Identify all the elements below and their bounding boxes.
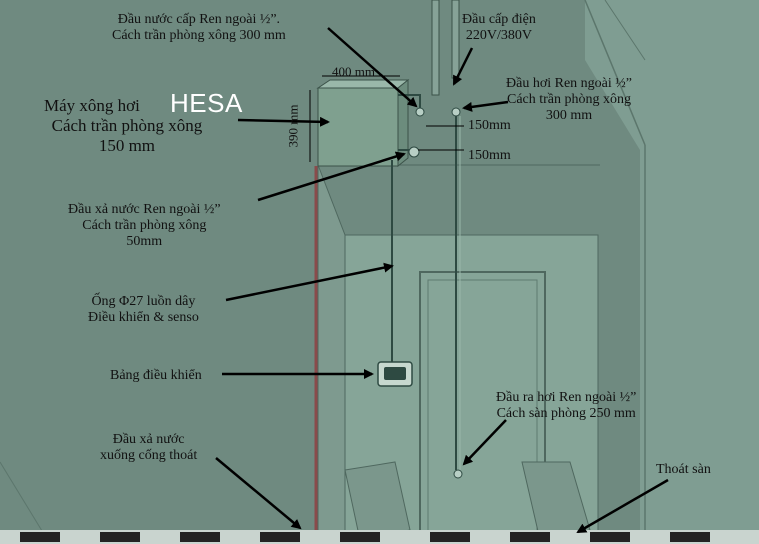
label-steam-outlet-line1: Đầu ra hơi Ren ngoài ½” (496, 390, 637, 405)
label-conduit-line1: Ống Φ27 luồn dây (91, 294, 196, 309)
label-drain-top-line3: 50mm (126, 234, 163, 249)
power-conduit (451, 0, 460, 79)
dim-width-label: 400 mm (332, 64, 375, 79)
right-glass-wall (585, 0, 759, 544)
label-drain-top: Đầu xả nước Ren ngoài ½” Cách trần phòng… (68, 202, 221, 250)
label-machine-line1: Máy xông hơi (44, 96, 140, 115)
arrow-machine (237, 116, 330, 127)
glass-edge (584, 0, 646, 146)
arrow-floor-drain (576, 478, 669, 534)
label-drain-bottom: Đầu xả nước xuống cống thoát (100, 432, 197, 464)
label-steam-top: Đầu hơi Ren ngoài ½” Cách trần phòng xôn… (506, 76, 632, 124)
label-drain-top-line1: Đầu xả nước Ren ngoài ½” (68, 202, 221, 217)
label-steam-top-line3: 300 mm (545, 108, 593, 123)
label-drain-bottom-line1: Đầu xả nước (112, 432, 185, 447)
label-drain-top-line2: Cách trần phòng xông (82, 218, 207, 233)
label-machine-line2: Cách trần phòng xông (51, 116, 203, 135)
inner-room-side (317, 164, 346, 544)
label-conduit: Ống Φ27 luồn dây Điều khiển & senso (88, 294, 199, 326)
label-power-line2: 220V/380V (465, 28, 532, 43)
label-steam-top-line1: Đầu hơi Ren ngoài ½” (506, 76, 632, 91)
hesa-watermark-logo: HESA (170, 88, 243, 118)
control-panel-screen (384, 367, 406, 380)
label-steam-outlet: Đầu ra hơi Ren ngoài ½” Cách sàn phòng 2… (496, 390, 636, 422)
arrow-conduit (225, 262, 394, 302)
arrow-power (452, 47, 474, 86)
label-steam-outlet-line2: Cách sàn phòng 250 mm (496, 406, 636, 421)
label-water-in-line2: Cách trần phòng xông 300 mm (112, 28, 286, 43)
label-conduit-line2: Điều khiển & senso (88, 310, 199, 325)
label-machine-line3: 150 mm (98, 136, 156, 155)
label-machine: Máy xông hơi Cách trần phòng xông 150 mm (44, 96, 210, 156)
arrow-steam-outlet (462, 419, 507, 466)
dist-label-2: 150mm (468, 148, 511, 163)
door-frame-inner (427, 279, 538, 544)
steam-machine (317, 87, 399, 167)
label-drain-bottom-line2: xuống cống thoát (100, 448, 198, 463)
label-floor-drain: Thoát sàn (656, 462, 711, 477)
glass-edge (604, 0, 646, 61)
steam-top-fitting (451, 107, 461, 117)
drain-top-fitting (408, 146, 420, 158)
door-frame (419, 271, 546, 544)
arrow-drain-top (257, 151, 406, 202)
label-water-in: Đầu nước cấp Ren ngoài ½”. Cách trần phò… (112, 12, 286, 44)
steam-machine-side (397, 78, 409, 168)
label-control-panel: Bảng điều khiển (110, 368, 202, 383)
dist-label-1: 150mm (468, 118, 511, 133)
label-power-line1: Đầu cấp điện (462, 12, 536, 27)
dim-height-label: 390 mm (285, 104, 301, 148)
label-power: Đầu cấp điện 220V/380V (462, 12, 536, 44)
arrow-drain-bottom (215, 457, 302, 530)
water-supply-fitting (415, 107, 425, 117)
label-water-in-line1: Đầu nước cấp Ren ngoài ½”. (117, 12, 281, 27)
arrow-steam-top (462, 100, 509, 112)
steam-outlet-fitting (453, 469, 463, 479)
arrow-water-in (327, 27, 418, 108)
power-conduit (431, 0, 440, 96)
label-steam-top-line2: Cách trần phòng xông (506, 92, 632, 107)
floor-tiles (20, 532, 710, 542)
